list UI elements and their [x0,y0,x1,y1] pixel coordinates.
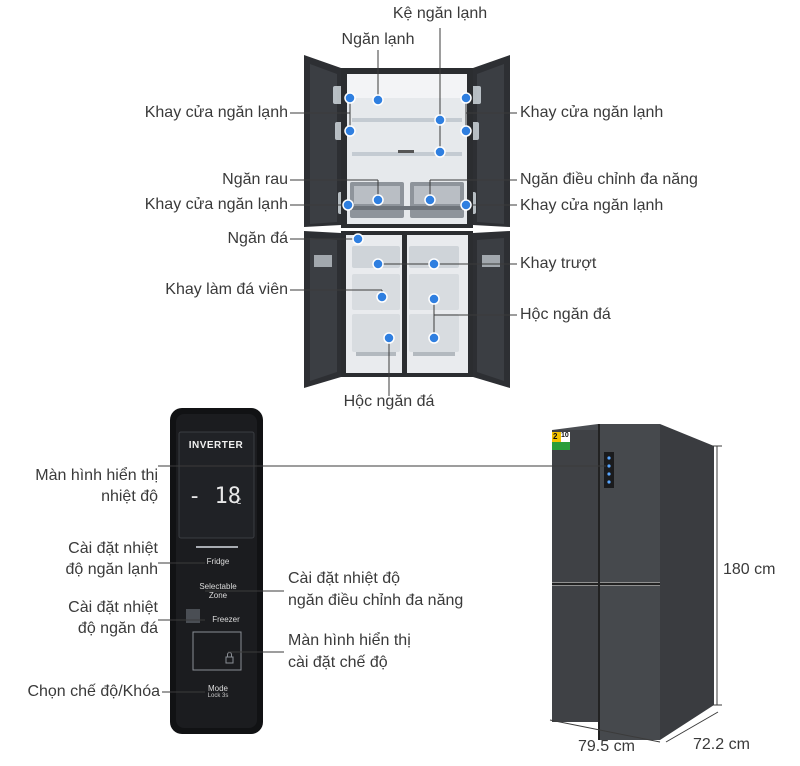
panel-lock-label: Lock 3s [207,693,229,699]
door-display [604,452,614,488]
label-ke-ngan-lanh: Kệ ngăn lạnh [392,5,488,22]
label-khay-cua-right-1: Khay cửa ngăn lạnh [520,104,664,121]
label-khay-cua-right-2: Khay cửa ngăn lạnh [520,197,664,214]
panel-mode-button[interactable]: Mode [207,684,228,693]
label-freezer-set-line1: Cài đặt nhiệt [68,599,158,616]
panel-fridge-button[interactable]: Fridge [206,557,230,566]
label-khay-truot: Khay trượt [520,255,597,272]
label-zone-set-line1: Cài đặt nhiệt độ [288,570,401,587]
panel-freezer-button[interactable]: Freezer [212,615,240,624]
dot-hoc-2 [428,332,440,344]
dimension-height: 180 cm [723,561,776,578]
label-ngan-lanh: Ngăn lạnh [341,31,415,48]
upper-left-door [552,430,598,582]
dot-ngan-dieu-chinh [424,194,436,206]
dot-ke-2 [434,146,446,158]
dot-khay-l1a [344,92,356,104]
panel-zone-label[interactable]: Zone [208,591,228,600]
panel-temperature-unit: c [236,496,242,507]
dot-khay-lam-da [376,291,388,303]
energy-label-right: 10 [561,432,569,439]
dot-khay-truot-1 [372,258,384,270]
dot-khay-l1b [344,125,356,137]
label-mode-display-line1: Màn hình hiển thị [288,632,411,649]
dot-ke-1 [434,114,446,126]
upper-right-door [600,424,660,582]
dot-ngan-da [352,233,364,245]
label-display-line1: Màn hình hiển thị [35,467,158,484]
label-freezer-set-line2: độ ngăn đá [77,620,158,637]
label-mode-display-line2: cài đặt chế độ [288,654,388,671]
label-mode-lock: Chọn chế độ/Khóa [27,683,160,700]
dot-khay-r1a [460,92,472,104]
panel-brand: INVERTER [188,440,244,451]
label-khay-cua-left-1: Khay cửa ngăn lạnh [144,104,288,121]
label-ngan-dieu-chinh: Ngăn điều chỉnh đa năng [520,171,698,188]
label-ngan-da: Ngăn đá [227,230,289,247]
label-hoc-ngan-da-right: Hộc ngăn đá [520,306,611,323]
dot-ngan-rau [372,194,384,206]
dimension-depth: 72.2 cm [693,736,750,753]
lower-left-door [552,586,598,722]
lower-right-door [600,586,660,740]
dimension-width: 79.5 cm [578,738,635,755]
label-zone-set-line2: ngăn điều chỉnh đa năng [288,592,464,609]
panel-selectable-label[interactable]: Selectable [199,582,237,591]
label-khay-cua-left-2: Khay cửa ngăn lạnh [144,196,288,213]
dot-hoc-1 [428,293,440,305]
label-display-line2: nhiệt độ [101,488,158,505]
label-khay-lam-da: Khay làm đá viên [165,281,288,298]
dot-ngan-lanh [372,94,384,106]
dot-khay-r2 [460,199,472,211]
label-fridge-set-line2: độ ngăn lạnh [65,561,158,578]
label-hoc-ngan-da-bottom: Hộc ngăn đá [343,393,435,410]
dot-khay-l2 [342,199,354,211]
lock-icon [225,656,234,664]
dot-khay-truot-2 [428,258,440,270]
label-ngan-rau: Ngăn rau [222,171,288,188]
dot-khay-r1b [460,125,472,137]
panel-temperature: - 18 [188,484,241,509]
temperature-screen [178,431,255,539]
energy-label-left: 2 [553,432,558,441]
mode-screen [192,631,242,671]
label-fridge-set-line1: Cài đặt nhiệt [68,540,158,557]
dot-hoc-3 [383,332,395,344]
